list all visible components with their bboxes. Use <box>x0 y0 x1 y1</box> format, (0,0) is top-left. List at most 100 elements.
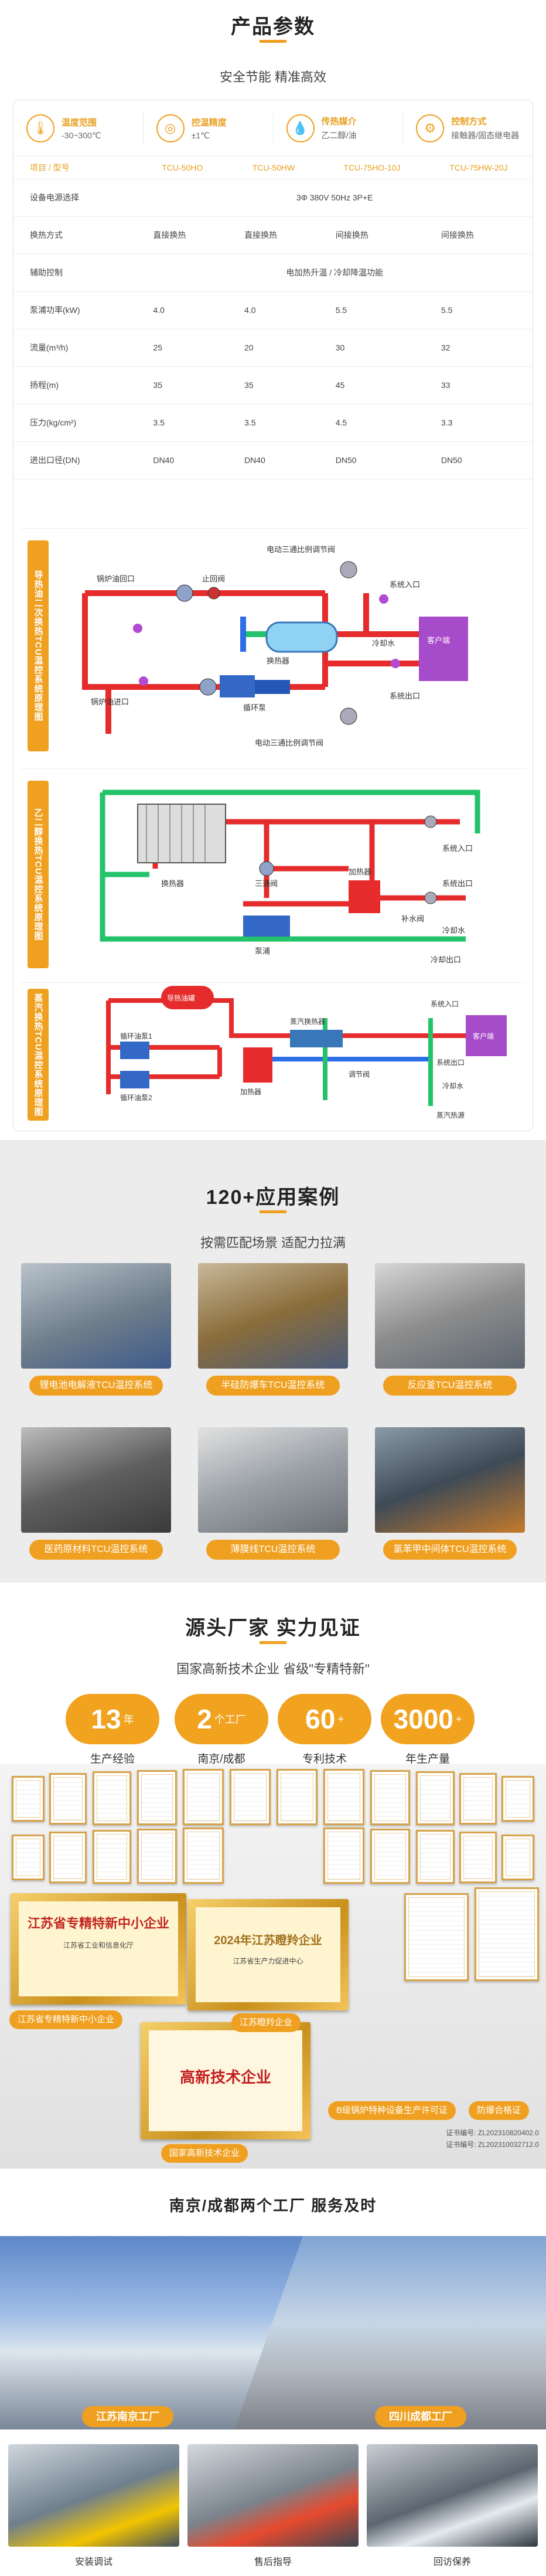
certificate <box>49 1832 87 1883</box>
cases-subtitle: 按需匹配场景 适配力拉满 <box>200 1236 346 1250</box>
feature-row: 🌡 温度范围-30~300℃ ◎ 控温精度±1℃ 💧 传热媒介乙二醇/油 ⚙ 控… <box>13 100 533 156</box>
target-icon: ◎ <box>156 114 185 142</box>
certificate <box>416 1771 455 1825</box>
diagram-svg: 换热器 三通阀 泵浦 加热器 系统入口 系统出口 补水阀 冷却水 冷却出口 <box>100 790 480 964</box>
feature-value: -30~300℃ <box>62 130 101 140</box>
client-box <box>419 617 468 681</box>
diagram-label: 客户端 <box>473 1032 494 1040</box>
diagram-label: 循环油泵2 <box>120 1094 152 1102</box>
diagram-label: 系统入口 <box>390 580 420 589</box>
case-photo <box>21 1427 171 1533</box>
service-caption: 回访保养 <box>433 2557 471 2567</box>
stat-label: 年生产量 <box>405 1753 450 1765</box>
steam-exchanger <box>290 1030 343 1047</box>
service-card: 回访保养 <box>367 2444 538 2568</box>
diagram-label: 加热器 <box>240 1088 261 1096</box>
case-card[interactable]: 反应釜TCU温控系统 <box>375 1263 525 1404</box>
feature-item: 🌡 温度范围-30~300℃ <box>13 110 144 146</box>
stat-unit: + <box>337 1713 344 1725</box>
feature-value: 乙二醇/油 <box>321 131 357 140</box>
plant-label: 四川成都工厂 <box>375 2406 466 2427</box>
spec-row-label: 扬程(m) <box>13 366 137 404</box>
spec-row-label: 设备电源选择 <box>13 179 137 217</box>
diagram-label: 换热器 <box>267 656 289 665</box>
diagram-label: 导热油罐 <box>167 994 195 1002</box>
diagram-label: 泵浦 <box>255 947 270 955</box>
diagram-label: 补水阀 <box>401 914 424 923</box>
spec-cell: 3Φ 380V 50Hz 3P+E <box>136 179 533 217</box>
pump-body <box>120 1071 149 1088</box>
certificate <box>230 1769 271 1825</box>
stat-label: 南京/成都 <box>197 1753 245 1765</box>
diagram-label: 系统入口 <box>431 1000 459 1008</box>
case-caption: 反应釜TCU温控系统 <box>383 1376 517 1396</box>
award-tag: 江苏瞪羚企业 <box>231 2013 301 2032</box>
diagram-label: 止回阀 <box>202 574 225 583</box>
certificate <box>370 1770 410 1825</box>
title-underline <box>260 1210 286 1213</box>
spec-cell: 3.5 <box>228 404 319 442</box>
case-card[interactable]: 医药原材料TCU温控系统 <box>21 1427 171 1568</box>
feature-title: 传热媒介 <box>321 117 357 127</box>
spec-cell: 间接换热 <box>319 216 425 254</box>
award-tag: 国家高新技术企业 <box>161 2144 248 2163</box>
spec-cell: 45 <box>319 366 425 404</box>
certificate <box>323 1769 364 1825</box>
spec-row-label: 换热方式 <box>13 216 137 254</box>
spec-cell: 3.5 <box>136 404 228 442</box>
certificate <box>93 1771 131 1825</box>
diagram-steam: 蒸汽换热TCU温控系统原理图 导热油罐 <box>21 982 527 1126</box>
params-card: 🌡 温度范围-30~300℃ ◎ 控温精度±1℃ 💧 传热媒介乙二醇/油 ⚙ 控… <box>13 100 533 1131</box>
case-caption: 氯苯甲中间体TCU温控系统 <box>383 1540 517 1560</box>
diagram-tag: 导热油二次换热TCU温控系统原理图 <box>28 540 49 751</box>
cert-number: 证书编号: ZL202310820402.0 <box>446 2129 539 2137</box>
service-photo <box>367 2444 538 2547</box>
plants-section: 南京/成都两个工厂 服务及时 江苏南京工厂 四川成都工厂 安装调试 售后指导 回… <box>0 2177 546 2576</box>
plaque-gazelle: 2024年江苏瞪羚企业 江苏省生产力促进中心 <box>187 1899 349 2010</box>
case-card[interactable]: 锂电池电解液TCU温控系统 <box>21 1263 171 1404</box>
params-title: 产品参数 <box>231 16 315 38</box>
diagram-label: 电动三通比例调节阀 <box>255 739 323 747</box>
spec-cell: 35 <box>136 366 228 404</box>
diagram-label: 锅炉油回口 <box>97 574 135 583</box>
service-photo <box>187 2444 359 2547</box>
controller-icon: ⚙ <box>416 114 445 142</box>
case-card[interactable]: 薄膜线TCU温控系统 <box>198 1427 348 1568</box>
diagram-label: 冷却水 <box>442 1082 463 1090</box>
pump-body <box>120 1042 149 1059</box>
stat-number: 3000 <box>393 1704 453 1734</box>
certificate <box>370 1829 410 1884</box>
certificate <box>459 1773 497 1825</box>
heater-box <box>349 880 380 913</box>
spec-header: TCU-50HW <box>228 156 319 179</box>
spec-cell: 35 <box>228 366 319 404</box>
award-tag: 江苏省专精特新中小企业 <box>9 2010 123 2029</box>
diagram-oil-secondary: 导热油二次换热TCU温控系统原理图 <box>21 528 527 763</box>
feature-item: ⚙ 控制方式接触器/固态继电器 <box>403 111 533 146</box>
plaque-title: 高新技术企业 <box>179 2068 271 2086</box>
diagram-tag: 蒸汽换热TCU温控系统原理图 <box>28 989 49 1121</box>
client-box <box>466 1015 507 1056</box>
case-photo <box>198 1427 348 1533</box>
cases-title: 120+应用案例 <box>206 1186 340 1209</box>
stat-unit: 年 <box>123 1714 134 1726</box>
diagram-label: 系统出口 <box>442 879 473 888</box>
certificate <box>416 1830 455 1884</box>
case-card[interactable]: 氯苯甲中间体TCU温控系统 <box>375 1427 525 1568</box>
feature-title: 控温精度 <box>191 117 227 128</box>
certificate <box>501 1835 534 1880</box>
spec-cell: 33 <box>424 366 533 404</box>
case-photo <box>375 1263 525 1369</box>
stat-number: 2 <box>197 1704 212 1734</box>
diagram-label: 冷却水 <box>372 639 395 648</box>
case-caption: 锂电池电解液TCU温控系统 <box>29 1376 163 1396</box>
certificate <box>93 1830 131 1884</box>
case-card[interactable]: 半硅防爆车TCU温控系统 <box>198 1263 348 1404</box>
feature-title: 控制方式 <box>451 117 487 127</box>
spec-row-label: 泵浦功率(kW) <box>13 291 137 329</box>
feature-value: ±1℃ <box>191 130 210 140</box>
params-section: 产品参数 安全节能 精准高效 🌡 温度范围-30~300℃ ◎ 控温精度±1℃ … <box>0 0 546 1140</box>
pump-body <box>243 916 290 937</box>
